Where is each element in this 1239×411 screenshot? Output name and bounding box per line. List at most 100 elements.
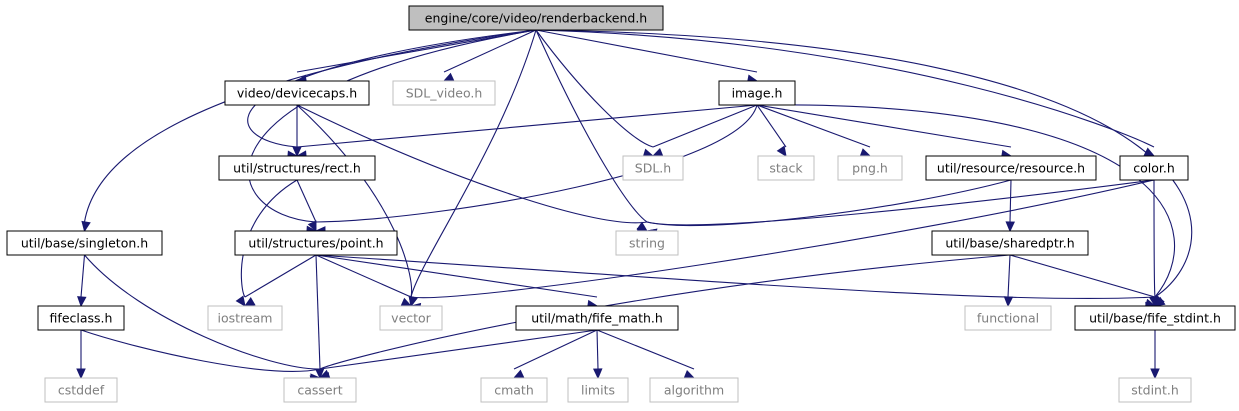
edge-singleton-to-fifeclass — [80, 254, 86, 298]
node-devicecaps[interactable]: video/devicecaps.h — [224, 80, 370, 106]
node-label-rect: util/structures/rect.h — [233, 161, 361, 176]
edge-color-to-string — [646, 179, 1155, 226]
node-box-sharedptr — [931, 230, 1089, 256]
node-box-devicecaps — [224, 80, 370, 106]
edge-devicecaps-to-string — [296, 104, 648, 224]
arrowhead-fife_math-to-limits — [592, 368, 603, 380]
edge-fife_math-to-limits — [596, 329, 599, 370]
node-png: png.h — [837, 155, 903, 181]
edge-color-to-vector — [410, 179, 1155, 299]
node-box-vector — [379, 305, 443, 331]
node-cassert: cassert — [283, 377, 357, 403]
node-label-limits: limits — [581, 383, 615, 398]
node-algorithm: algorithm — [649, 377, 739, 403]
node-box-fife_math — [515, 305, 679, 331]
node-box-functional — [964, 305, 1052, 331]
node-iostream: iostream — [207, 305, 283, 331]
edge-renderbackend-to-singleton — [83, 29, 537, 223]
arrowhead-sharedptr-to-functional — [1003, 296, 1014, 308]
edge-color-to-fife_stdint — [1153, 179, 1156, 298]
node-box-cassert — [283, 377, 357, 403]
dependency-nodes: engine/core/video/renderbackend.h video/d… — [6, 5, 1236, 403]
arrowhead-singleton-to-fifeclass — [77, 296, 87, 308]
edge-renderbackend-to-fife_stdint — [535, 29, 1193, 298]
node-box-fifeclass — [37, 305, 125, 331]
edge-image-to-stack — [756, 104, 787, 148]
node-resource[interactable]: util/resource/resource.h — [925, 155, 1097, 181]
node-fifeclass[interactable]: fifeclass.h — [37, 305, 125, 331]
node-box-cstddef — [44, 377, 118, 403]
node-rect[interactable]: util/structures/rect.h — [218, 155, 376, 181]
arrowhead-fife_math-to-cmath — [512, 369, 525, 379]
arrowhead-image-to-stack — [776, 145, 787, 158]
node-label-sdl: SDL.h — [635, 161, 671, 176]
node-box-singleton — [6, 230, 163, 256]
node-label-vector: vector — [391, 311, 432, 326]
node-label-fife_stdint: util/base/fife_stdint.h — [1089, 311, 1221, 326]
node-label-cassert: cassert — [297, 383, 342, 398]
node-cstddef: cstddef — [44, 377, 118, 403]
node-label-renderbackend: engine/core/video/renderbackend.h — [425, 11, 647, 26]
node-box-sdl_video — [392, 80, 496, 106]
node-sdl_video: SDL_video.h — [392, 80, 496, 106]
node-label-iostream: iostream — [218, 311, 273, 326]
edge-resource-to-sharedptr — [1009, 179, 1012, 223]
node-functional: functional — [964, 305, 1052, 331]
node-renderbackend[interactable]: engine/core/video/renderbackend.h — [408, 5, 664, 31]
node-label-png: png.h — [852, 161, 888, 176]
node-box-stack — [757, 155, 815, 181]
node-limits: limits — [567, 377, 629, 403]
edge-renderbackend-to-string — [535, 29, 648, 223]
node-label-sharedptr: util/base/sharedptr.h — [945, 236, 1074, 251]
arrowhead-fifeclass-to-cstddef — [76, 368, 86, 380]
node-label-cmath: cmath — [494, 383, 534, 398]
edge-image-to-sdl — [652, 104, 758, 148]
node-label-cstddef: cstddef — [58, 383, 105, 398]
node-fife_math[interactable]: util/math/fife_math.h — [515, 305, 679, 331]
arrowhead-image-to-png — [859, 148, 872, 158]
arrowhead-fife_stdint-to-stdint — [1150, 368, 1160, 380]
node-label-image: image.h — [732, 86, 783, 101]
arrowhead-image-to-sdl — [651, 148, 664, 157]
node-stdint: stdint.h — [1118, 377, 1192, 403]
node-color[interactable]: color.h — [1119, 155, 1189, 181]
node-box-point — [234, 230, 398, 256]
edge-renderbackend-to-color — [535, 29, 1155, 148]
edge-fifeclass-to-cassert — [80, 329, 321, 372]
edge-singleton-to-cassert — [84, 254, 321, 370]
node-sharedptr[interactable]: util/base/sharedptr.h — [931, 230, 1089, 256]
edge-point-to-fife_stdint — [315, 254, 1156, 300]
edge-fife_math-to-cassert — [319, 329, 598, 370]
edge-point-to-fife_math — [315, 254, 598, 298]
node-cmath: cmath — [480, 377, 548, 403]
node-box-cmath — [480, 377, 548, 403]
node-label-functional: functional — [977, 311, 1039, 326]
node-box-algorithm — [649, 377, 739, 403]
node-fife_stdint[interactable]: util/base/fife_stdint.h — [1074, 305, 1236, 331]
node-label-resource: util/resource/resource.h — [937, 161, 1085, 176]
node-box-string — [615, 230, 679, 256]
edge-image-to-fife_stdint — [756, 104, 1176, 298]
node-stack: stack — [757, 155, 815, 181]
node-image[interactable]: image.h — [718, 80, 796, 106]
node-label-string: string — [629, 236, 665, 251]
node-box-color — [1119, 155, 1189, 181]
node-label-devicecaps: video/devicecaps.h — [237, 86, 357, 101]
arrowhead-rect-to-iostream — [235, 295, 246, 308]
edge-renderbackend-to-image — [535, 29, 758, 73]
arrowhead-fife_math-to-algorithm — [683, 370, 696, 379]
edge-image-to-point — [315, 104, 758, 223]
edge-renderbackend-to-sdl — [535, 29, 654, 148]
edge-image-to-resource — [756, 104, 1012, 148]
node-singleton[interactable]: util/base/singleton.h — [6, 230, 163, 256]
node-box-image — [718, 80, 796, 106]
node-point[interactable]: util/structures/point.h — [234, 230, 398, 256]
node-box-resource — [925, 155, 1097, 181]
edge-renderbackend-to-vector — [410, 29, 537, 298]
node-box-fife_stdint — [1074, 305, 1236, 331]
node-label-stack: stack — [769, 161, 803, 176]
node-label-fifeclass: fifeclass.h — [50, 311, 113, 326]
edge-point-to-iostream — [244, 254, 317, 298]
node-box-rect — [218, 155, 376, 181]
